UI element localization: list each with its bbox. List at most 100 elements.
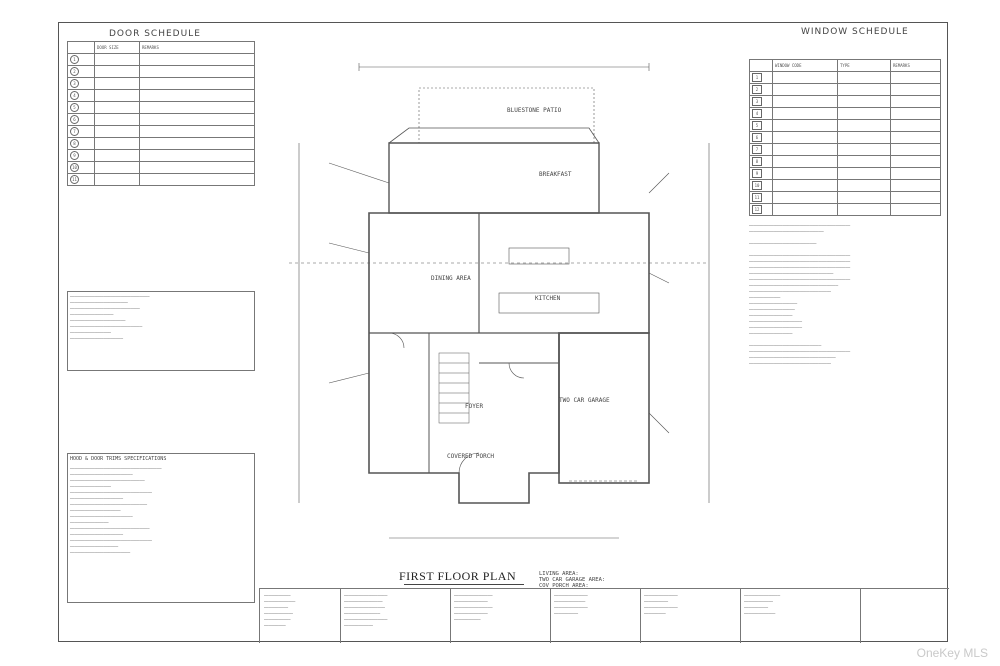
window-schedule-row: 4 [749,107,941,120]
door-id-cell: 10 [67,161,95,174]
window-remarks-cell [890,179,941,192]
title-block-cell [740,589,741,643]
door-id-cell: 1 [67,53,95,66]
title-block-cell [640,589,641,643]
window-header-id [749,59,773,72]
door-remarks-cell [139,101,255,114]
window-header-remarks: REMARKS [890,59,941,72]
door-schedule-row: 4 [67,89,255,102]
window-schedule-row: 10 [749,179,941,192]
door-id-marker: 3 [70,79,79,88]
door-id-cell: 9 [67,149,95,162]
door-size-cell [94,125,140,138]
door-schedule-row: 3 [67,77,255,90]
door-remarks-cell [139,77,255,90]
window-id-cell: 12 [749,203,773,216]
window-type-cell [837,71,891,84]
window-id-marker: 6 [752,133,762,142]
window-type-cell [837,95,891,108]
window-id-cell: 4 [749,107,773,120]
door-notes-box: ────────────────────────────────────────… [67,291,255,371]
window-remarks-cell [890,203,941,216]
window-id-cell: 3 [749,95,773,108]
door-size-cell [94,113,140,126]
window-schedule-row: 8 [749,155,941,168]
area-label: COV PORCH AREA: [539,583,589,589]
window-remarks-cell [890,167,941,180]
plan-title-underline [404,584,524,585]
window-header-code: WINDOW CODE [772,59,838,72]
window-notes: ────────────────────────────────────────… [749,223,851,366]
door-id-marker: 9 [70,151,79,160]
window-schedule-row: 11 [749,191,941,204]
window-remarks-cell [890,107,941,120]
window-code-cell [772,83,838,96]
window-id-marker: 11 [752,193,762,202]
door-remarks-cell [139,137,255,150]
window-id-marker: 10 [752,181,762,190]
window-schedule-row: 2 [749,83,941,96]
door-size-cell [94,101,140,114]
window-code-cell [772,107,838,120]
window-id-cell: 11 [749,191,773,204]
window-id-marker: 3 [752,97,762,106]
window-id-marker: 4 [752,109,762,118]
door-id-marker: 2 [70,67,79,76]
window-type-cell [837,179,891,192]
door-id-marker: 7 [70,127,79,136]
door-id-cell: 4 [67,89,95,102]
window-remarks-cell [890,191,941,204]
window-type-cell [837,131,891,144]
door-schedule-row: 10 [67,161,255,174]
window-remarks-cell [890,155,941,168]
title-block-cell [860,589,861,643]
window-type-cell [837,155,891,168]
window-code-cell [772,167,838,180]
door-schedule-row: 11 [67,173,255,186]
door-remarks-cell [139,89,255,102]
window-schedule-title: WINDOW SCHEDULE [801,27,909,37]
window-remarks-cell [890,143,941,156]
area-row: LIVING AREA: [539,571,605,577]
door-schedule-row: 2 [67,65,255,78]
door-schedule-row: 5 [67,101,255,114]
window-id-marker: 8 [752,157,762,166]
window-remarks-cell [890,83,941,96]
door-header-size: DOOR SIZE [94,41,140,54]
door-remarks-cell [139,125,255,138]
window-id-marker: 9 [752,169,762,178]
room-label-garage: TWO CAR GARAGE [559,397,610,404]
window-id-marker: 1 [752,73,762,82]
door-size-cell [94,77,140,90]
door-remarks-cell [139,149,255,162]
door-schedule-row: 1 [67,53,255,66]
door-id-cell: 6 [67,113,95,126]
window-id-marker: 5 [752,121,762,130]
window-code-cell [772,131,838,144]
window-id-marker: 7 [752,145,762,154]
door-schedule-row: 9 [67,149,255,162]
door-remarks-cell [139,65,255,78]
plan-title: FIRST FLOOR PLAN [399,569,517,583]
window-code-cell [772,119,838,132]
window-code-cell [772,95,838,108]
door-remarks-cell [139,53,255,66]
window-type-cell [837,83,891,96]
window-remarks-cell [890,71,941,84]
window-code-cell [772,143,838,156]
window-type-cell [837,203,891,216]
window-schedule-row: 1 [749,71,941,84]
area-label: LIVING AREA: [539,571,579,577]
window-id-cell: 9 [749,167,773,180]
window-id-cell: 10 [749,179,773,192]
window-schedule-row: 7 [749,143,941,156]
window-header-type: TYPE [837,59,891,72]
door-id-cell: 2 [67,65,95,78]
door-id-cell: 8 [67,137,95,150]
door-size-cell [94,149,140,162]
window-schedule-row: 3 [749,95,941,108]
room-label-breakfast: BREAKFAST [539,171,572,178]
window-schedule-row: 5 [749,119,941,132]
